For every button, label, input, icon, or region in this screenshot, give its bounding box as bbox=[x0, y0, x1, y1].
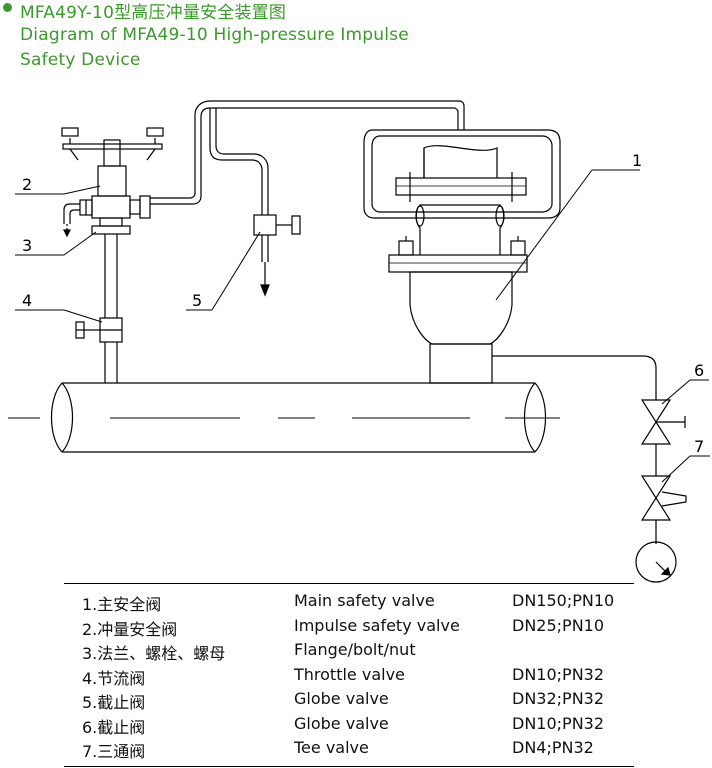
legend-chinese-name: 2.冲量安全阀 bbox=[82, 619, 178, 639]
main-pipe bbox=[8, 382, 560, 453]
legend-row: 2.冲量安全阀 Impulse safety valve DN25;PN10 bbox=[0, 616, 712, 640]
legend-chinese-name: 4.节流阀 bbox=[82, 668, 146, 688]
callout-6: 6 bbox=[694, 361, 704, 380]
callout-leaders bbox=[15, 169, 710, 483]
callout-2: 2 bbox=[22, 175, 32, 194]
legend-spec: DN10;PN32 bbox=[512, 664, 605, 684]
title-chinese: MFA49Y-10型高压冲量安全装置图 bbox=[20, 3, 287, 23]
legend-row: 6.截止阀 Globe valve DN10;PN32 bbox=[0, 714, 712, 738]
legend-english-name: Impulse safety valve bbox=[294, 615, 460, 635]
legend-english-name: Globe valve bbox=[294, 713, 389, 733]
title-english-line2: Safety Device bbox=[20, 50, 141, 70]
legend-english-name: Main safety valve bbox=[294, 591, 435, 610]
title-bullet-icon bbox=[3, 3, 12, 12]
legend-spec: DN32;PN32 bbox=[512, 689, 605, 708]
legend-spec: DN4;PN32 bbox=[512, 738, 594, 757]
legend-english-name: Throttle valve bbox=[294, 664, 405, 684]
callout-3: 3 bbox=[22, 236, 32, 255]
flange-assembly bbox=[91, 217, 131, 383]
gauge-branch bbox=[492, 355, 687, 583]
legend-chinese-name: 1.主安全阀 bbox=[82, 595, 162, 614]
legend-row: 5.截止阀 Globe valve DN32;PN32 bbox=[0, 689, 712, 713]
legend-top-rule bbox=[64, 583, 634, 584]
legend-row: 3.法兰、螺栓、螺母 Flange/bolt/nut bbox=[0, 640, 712, 664]
impulse-safety-valve bbox=[61, 127, 164, 224]
callout-1: 1 bbox=[632, 151, 642, 170]
legend-row: 4.节流阀 Throttle valve DN10;PN32 bbox=[0, 665, 712, 689]
impulse-line bbox=[150, 100, 465, 215]
callout-labels: 1 2 3 4 5 6 7 bbox=[22, 151, 704, 456]
legend-row: 1.主安全阀 Main safety valve DN150;PN10 bbox=[0, 591, 712, 615]
main-safety-valve bbox=[363, 129, 561, 384]
legend-english-name: Tee valve bbox=[294, 738, 369, 757]
legend-spec: DN150;PN10 bbox=[512, 591, 615, 610]
legend-chinese-name: 5.截止阀 bbox=[82, 693, 146, 712]
drain-arrows bbox=[63, 224, 270, 297]
legend-spec: DN25;PN10 bbox=[512, 615, 605, 635]
legend-spec: DN10;PN32 bbox=[512, 713, 605, 733]
legend-english-name: Flange/bolt/nut bbox=[294, 640, 416, 659]
throttle-valve bbox=[75, 317, 123, 343]
legend-chinese-name: 7.三通阀 bbox=[82, 742, 146, 761]
callout-7: 7 bbox=[694, 437, 704, 456]
legend-bottom-rule bbox=[64, 766, 634, 767]
title-english-line1: Diagram of MFA49-10 High-pressure Impuls… bbox=[20, 25, 409, 45]
callout-5: 5 bbox=[192, 291, 202, 310]
legend-chinese-name: 3.法兰、螺栓、螺母 bbox=[82, 644, 226, 663]
legend-english-name: Globe valve bbox=[294, 689, 389, 708]
legend-row: 7.三通阀 Tee valve DN4;PN32 bbox=[0, 738, 712, 762]
callout-4: 4 bbox=[22, 291, 32, 310]
globe-valve-5 bbox=[253, 214, 301, 262]
legend-chinese-name: 6.截止阀 bbox=[82, 717, 146, 737]
